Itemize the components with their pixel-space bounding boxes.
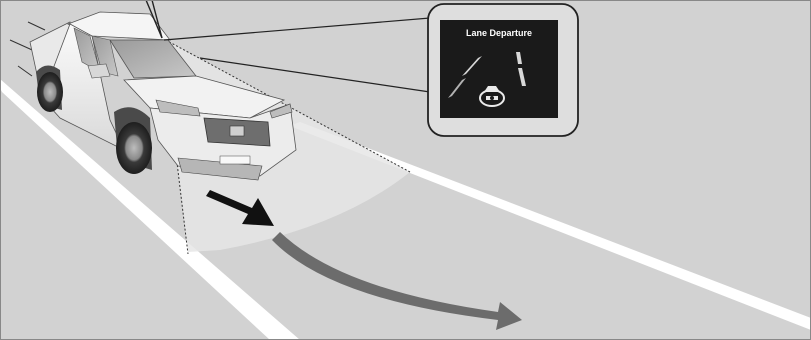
hud-display-callout: Lane Departure xyxy=(428,4,578,136)
rear-wheel xyxy=(37,72,63,112)
hud-title: Lane Departure xyxy=(466,28,532,38)
front-wheel xyxy=(116,122,152,174)
